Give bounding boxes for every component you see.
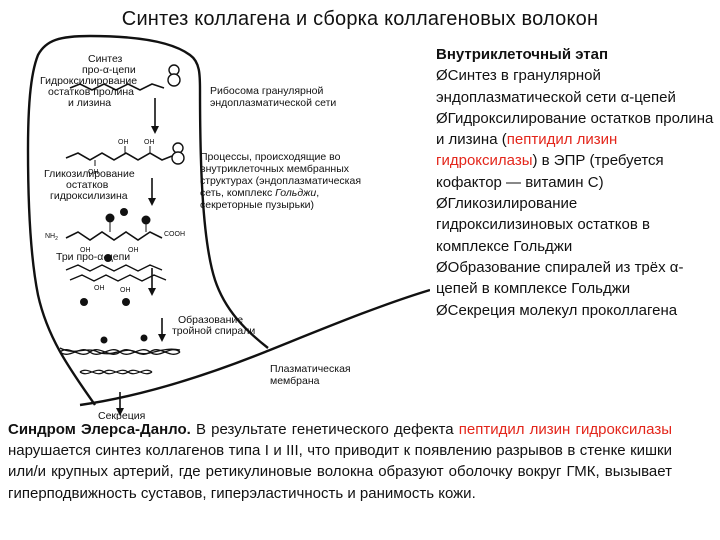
oh-label: OH (88, 169, 99, 176)
oh-label: OH (94, 285, 105, 292)
pro-alpha-chain-3 (65, 231, 163, 241)
page-title: Синтез коллагена и сборка коллагеновых в… (121, 8, 599, 30)
enzyme-name: пептидил лизин гидроксилазы (436, 131, 618, 170)
cooh-label: COOH (164, 231, 185, 238)
stage-item: ØГликозилирование гидроксилизиновых оста… (436, 195, 650, 255)
three-pro-alpha-chains (65, 264, 167, 282)
triple-helix-secreted (79, 369, 153, 375)
stage-item: ØСинтез в гранулярной эндоплазматической… (436, 67, 676, 106)
stage-heading: Внутриклеточный этап (436, 46, 609, 63)
stage-item: ØСекреция молекул проколлагена (436, 301, 678, 319)
glycosylation-marker (104, 254, 112, 262)
syndrome-paragraph: Синдром Элерса-Данло. В результате генет… (8, 421, 672, 502)
svg-text:Секреция: Секреция (98, 410, 145, 420)
intracellular-stage-panel: Внутриклеточный этап ØСинтез в гранулярн… (436, 44, 718, 321)
enzyme-name: пептидил лизин гидроксилазы (458, 421, 672, 438)
pro-alpha-chain-2 (65, 152, 173, 161)
glycosylation-marker (80, 298, 88, 306)
oh-label: OH (144, 139, 155, 146)
bullet-icon: Ø (436, 258, 448, 276)
bullet-icon: Ø (436, 301, 448, 319)
stage-item: ØОбразование спиралей из трёх α-цепей в … (436, 258, 684, 298)
nh2-label: NH2 (45, 233, 58, 242)
bullet-icon: Ø (436, 195, 448, 213)
glycosylation-marker (100, 336, 108, 344)
oh-label: OH (80, 247, 91, 254)
glycosylation-marker (140, 334, 148, 342)
glycosylation-markers (105, 208, 151, 232)
oh-label: OH (120, 287, 131, 294)
ribosome-icon (167, 64, 185, 165)
stage-item: ØГидроксилирование остатков пролина и ли… (436, 109, 714, 191)
flow-arrows (116, 98, 166, 416)
bullet-icon: Ø (436, 67, 448, 85)
glycosylation-marker (122, 298, 130, 306)
bullet-icon: Ø (436, 109, 448, 127)
pro-alpha-chain-1 (69, 83, 165, 91)
cell-outline (26, 34, 269, 406)
oh-label: OH (118, 139, 129, 146)
oh-label: OH (128, 247, 139, 254)
plasma-membrane (79, 288, 430, 407)
svg-text:Три про-α-цепи: Три про-α-цепи (56, 251, 130, 263)
triple-helix (59, 347, 181, 355)
syndrome-name: Синдром Элерса-Данло. (8, 421, 191, 438)
